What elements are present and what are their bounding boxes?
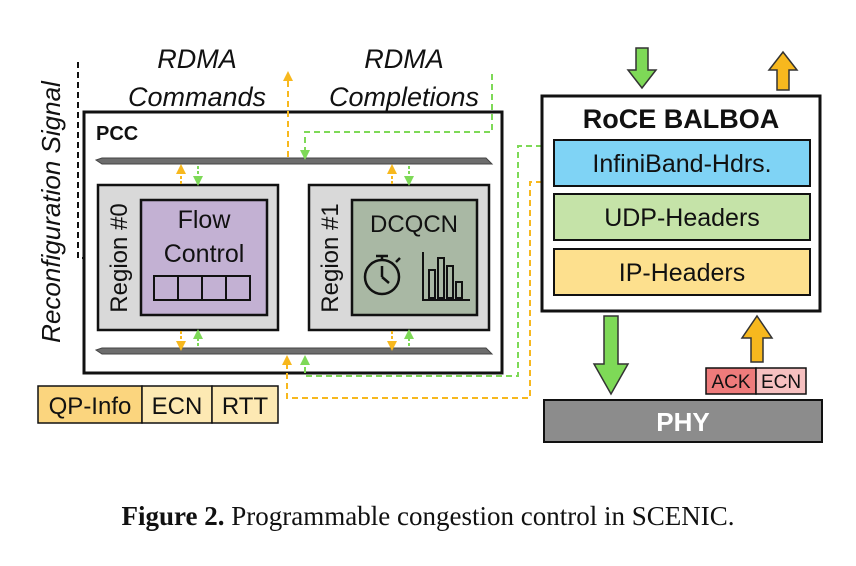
rtt-metric-label: RTT bbox=[222, 393, 269, 420]
udp-headers-label: UDP-Headers bbox=[604, 204, 760, 232]
rtt-metric-box bbox=[211, 385, 279, 424]
ecn-metric-label: ECN bbox=[152, 393, 203, 420]
rdma-commands-label-line2: Commands bbox=[128, 82, 266, 112]
roce-to-bus-green-line bbox=[300, 145, 552, 377]
pcc-label: PCC bbox=[96, 123, 138, 145]
top-bus bbox=[94, 157, 494, 165]
figure-caption: Figure 2. Programmable congestion contro… bbox=[122, 501, 735, 531]
ecn-tag-label: ECN bbox=[761, 372, 801, 393]
bar-chart-icon bbox=[422, 252, 470, 301]
flow-control-label-line1: Flow bbox=[178, 206, 232, 234]
bus-region-arrows bbox=[176, 164, 414, 351]
region-1-label: Region #1 bbox=[317, 203, 344, 312]
phy-box bbox=[543, 399, 823, 443]
phy-up-arrow bbox=[740, 314, 774, 363]
roce-to-bus-orange-line bbox=[282, 181, 552, 399]
ip-headers-label: IP-Headers bbox=[619, 259, 745, 287]
udp-headers-box bbox=[553, 193, 811, 241]
rdma-completions-label-line2: Completions bbox=[329, 82, 479, 112]
rdma-commands-label-line1: RDMA bbox=[157, 44, 237, 74]
ack-tag-label: ACK bbox=[711, 372, 750, 393]
queue-icon bbox=[153, 275, 251, 301]
flow-control-label-line2: Control bbox=[164, 240, 245, 268]
ip-headers-box bbox=[553, 248, 811, 296]
reconfiguration-signal-label: Reconfiguration Signal bbox=[36, 80, 66, 343]
stopwatch-icon bbox=[363, 254, 401, 296]
bottom-bus bbox=[94, 347, 494, 355]
dcqcn-label: DCQCN bbox=[370, 211, 458, 238]
region-0-label: Region #0 bbox=[106, 203, 133, 312]
infiniband-headers-label: InfiniBand-Hdrs. bbox=[592, 150, 771, 178]
ecn-metric-box bbox=[141, 385, 213, 424]
rdma-completions-label-line1: RDMA bbox=[364, 44, 444, 74]
roce-balboa-title: RoCE BALBOA bbox=[583, 104, 780, 134]
flow-control-box bbox=[139, 198, 269, 317]
ecn-tag bbox=[755, 367, 807, 395]
roce-input-arrow bbox=[626, 47, 658, 90]
ack-tag bbox=[705, 367, 757, 395]
infiniband-headers-box bbox=[553, 139, 811, 187]
rdma-completions-arrow bbox=[300, 74, 493, 160]
phy-label: PHY bbox=[656, 407, 709, 437]
qp-info-label: QP-Info bbox=[49, 393, 132, 420]
roce-output-arrow bbox=[767, 50, 799, 91]
reconfiguration-signal-line bbox=[77, 62, 101, 263]
figure-caption-text: Programmable congestion control in SCENI… bbox=[225, 501, 735, 531]
phy-down-arrow bbox=[592, 315, 630, 396]
figure-caption-label: Figure 2. bbox=[122, 501, 225, 531]
